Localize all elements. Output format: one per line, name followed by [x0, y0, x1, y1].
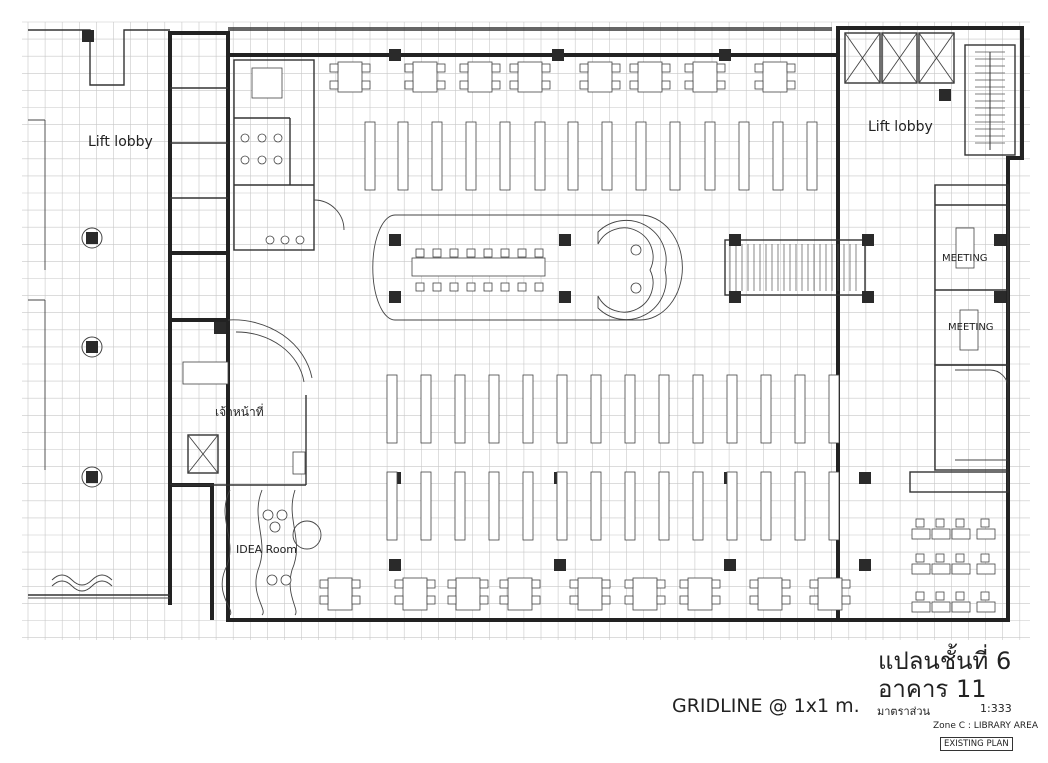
gridline-note: GRIDLINE @ 1x1 m. — [672, 695, 860, 717]
plan-title: แปลนชั้นที่ 6 — [878, 647, 1012, 675]
reading-desks — [319, 61, 996, 613]
toilet-block — [233, 59, 345, 251]
zone-label: Zone C : LIBRARY AREA — [933, 721, 1038, 731]
escalator — [724, 239, 866, 296]
idea-room-interior — [221, 489, 322, 616]
meeting-room-2-label: MEETING — [948, 322, 994, 333]
stair-right — [975, 51, 1005, 150]
meeting-rooms — [909, 184, 1009, 493]
book-shelves — [364, 121, 840, 541]
meeting-room-1-label: MEETING — [942, 253, 988, 264]
central-reading-tables — [411, 248, 546, 292]
scale-label: มาตราส่วน — [877, 705, 931, 718]
structural-columns — [81, 30, 1006, 571]
idea-room-label: IDEA Room — [236, 543, 297, 556]
central-oval-area — [372, 214, 683, 321]
staff-room-label: เจ้าหน้าที่ — [215, 403, 264, 419]
building-walls — [28, 26, 1024, 622]
lift-lobby-right-label: Lift lobby — [868, 119, 933, 135]
scale-value: 1:333 — [980, 702, 1012, 715]
right-lift-core — [844, 32, 1016, 156]
gridlines — [22, 21, 1030, 640]
building-title: อาคาร 11 — [878, 675, 987, 703]
staff-room-interior — [182, 319, 313, 475]
lift-lobby-left-label: Lift lobby — [88, 134, 153, 150]
existing-plan-badge: EXISTING PLAN — [940, 737, 1013, 751]
